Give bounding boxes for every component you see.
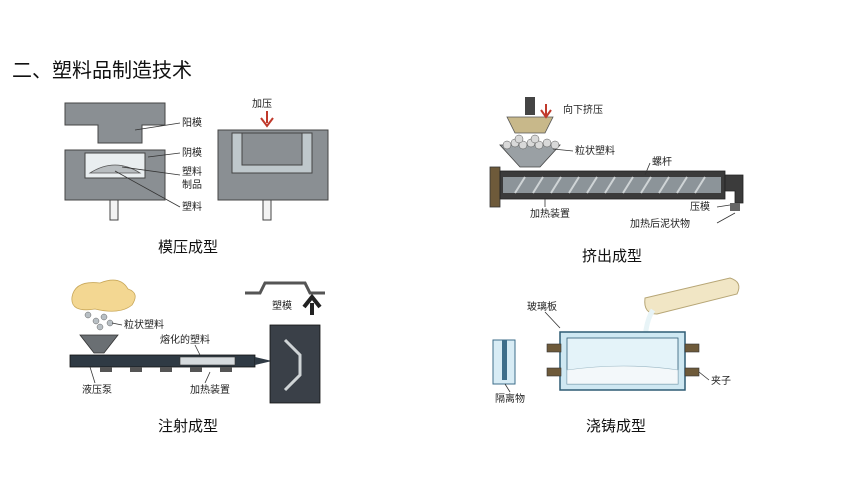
page-title: 二、塑料品制造技术 [12,58,192,82]
caption-injection: 注射成型 [158,417,219,435]
injection-molding-diagram: 粒状塑料 熔化的塑料 液压泵 加热装置 塑模 [60,275,350,405]
caption-extrusion: 挤出成型 [582,247,643,265]
label-mud: 加热后泥状物 [630,217,690,230]
label-granules: 粒状塑料 [575,144,615,157]
label-squeeze-down: 向下挤压 [563,103,603,116]
label-injection-heater: 加热装置 [190,383,230,396]
label-plastic-product-2: 制品 [182,178,202,191]
label-injection-die: 塑模 [272,300,292,312]
pouring-vessel [644,277,740,315]
label-male-mold: 阳模 [182,117,202,129]
granule-pile [71,279,136,312]
label-injection-granules: 粒状塑料 [124,318,164,331]
label-glass-plate: 玻璃板 [527,300,557,313]
caption-casting: 浇铸成型 [586,417,647,435]
label-spacer: 隔离物 [495,392,525,405]
label-plastic-product-1: 塑料 [182,165,202,178]
label-clamp: 夹子 [711,374,731,387]
up-arrow [302,293,322,315]
casting-diagram: 玻璃板 隔离物 夹子 [485,270,745,410]
label-heater: 加热装置 [530,207,570,220]
caption-molding: 模压成型 [158,238,219,256]
press-arrow [260,111,274,128]
label-die: 压模 [690,201,710,213]
label-screw: 螺杆 [652,156,672,168]
extrusion-diagram: 向下挤压 粒状塑料 螺杆 加热装置 压模 加热后泥状物 [485,95,755,235]
label-plastic: 塑料 [182,200,202,213]
label-female-mold: 阴模 [182,147,202,159]
compression-molding-diagram: 阳模 阴模 塑料 制品 塑料 加压 [60,95,340,230]
label-molten-plastic: 熔化的塑料 [160,333,210,346]
label-press: 加压 [252,98,272,110]
label-hydraulic-pump: 液压泵 [82,383,112,396]
